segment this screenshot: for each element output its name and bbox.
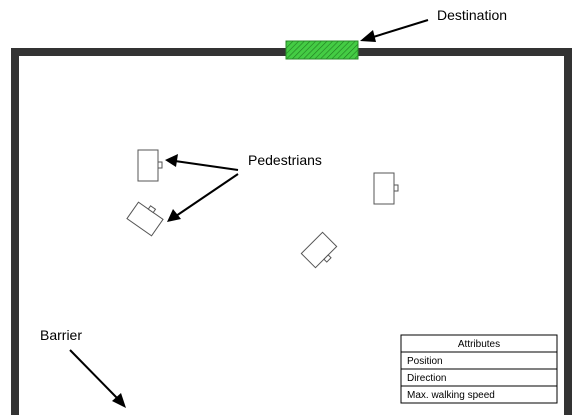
- barrier-left-wall: [11, 48, 19, 415]
- destination-arrow: [360, 19, 429, 42]
- pedestrians-arrow: [165, 154, 239, 171]
- pedestrian: [137, 149, 163, 182]
- barrier-label: Barrier: [40, 327, 82, 343]
- pedestrian: [126, 201, 164, 237]
- attributes-table: Attributes Position Direction Max. walki…: [400, 334, 558, 404]
- destination-zone: [285, 40, 359, 60]
- pedestrians-arrow: [167, 173, 239, 222]
- attribute-row: Max. walking speed: [407, 390, 495, 401]
- attributes-header: Attributes: [458, 339, 500, 350]
- destination-label: Destination: [437, 7, 507, 23]
- attribute-row: Position: [407, 356, 443, 367]
- barrier-arrow: [69, 349, 126, 408]
- pedestrian: [300, 231, 338, 269]
- barrier-right-wall: [564, 48, 572, 415]
- pedestrians-label: Pedestrians: [248, 152, 322, 168]
- pedestrian: [373, 172, 399, 205]
- attribute-row: Direction: [407, 373, 446, 384]
